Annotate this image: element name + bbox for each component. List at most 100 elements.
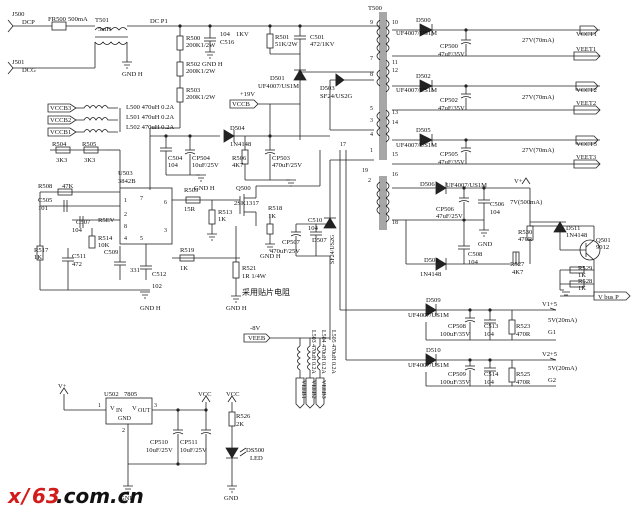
vout-sub: OUT xyxy=(138,408,151,414)
cp500-value: 47uF/35V xyxy=(438,51,465,58)
cp502-label: CP502 xyxy=(440,97,458,104)
d511-label: D511 xyxy=(566,225,580,232)
d501-label: D501 xyxy=(270,75,285,82)
r506-label: R506 xyxy=(232,155,247,162)
t501-label: T501 xyxy=(95,17,109,24)
r501-value: 51K/2W xyxy=(275,41,298,48)
fuse-fr500 xyxy=(51,21,67,31)
t500-feedback-winding xyxy=(376,111,381,137)
veeb3-port xyxy=(315,377,325,409)
r509-value: 15R xyxy=(184,206,196,213)
diode-d509 xyxy=(425,303,437,317)
smd-note: 采用贴片电阻 xyxy=(242,287,290,297)
resistor-r521 xyxy=(232,261,240,279)
d509-value: UF4007/US1M xyxy=(408,312,449,319)
gnd-h-5: GND H xyxy=(226,305,247,312)
vcct3-label: VCCT3 xyxy=(576,141,598,148)
c512-value: 102 xyxy=(152,283,162,290)
cp503-value: 470uF/25V xyxy=(272,162,302,169)
c509-label: C509 xyxy=(104,249,119,256)
cp511-label: CP511 xyxy=(180,439,198,446)
v27-1-label: 27V(70mA) xyxy=(522,37,554,44)
resistor-r523 xyxy=(508,319,516,335)
watermark-63: 63 xyxy=(32,484,60,508)
inductor-l503 xyxy=(297,345,301,371)
r525-label: R525 xyxy=(516,371,531,378)
cp511-value: 10uF/25V xyxy=(180,447,207,454)
vplus-label: V+ xyxy=(514,178,523,185)
diode-d505 xyxy=(419,133,433,147)
d505-label: D505 xyxy=(416,127,431,134)
inductor-l502 xyxy=(76,129,118,133)
u503-pin-6: 6 xyxy=(164,200,167,206)
vccb-chokes: VCCB3 VCCB2 VCCB1 L500 470uH 0.2A L501 4… xyxy=(47,91,300,137)
pin-10: 10 xyxy=(392,20,398,26)
cp505-label: CP505 xyxy=(440,151,459,158)
resistor-r514 xyxy=(88,235,96,249)
r529-value: 1K xyxy=(578,272,586,279)
r502-label: R502 xyxy=(186,61,200,68)
inductor-l500 xyxy=(76,105,118,109)
pin-13: 13 xyxy=(392,110,398,116)
v27-3-label: 27V(70mA) xyxy=(522,147,554,154)
v5-2-label: 5V(20mA) xyxy=(548,365,577,372)
ds500-value: LED xyxy=(250,455,263,462)
vplus-reg-label: V+ xyxy=(58,383,67,390)
pin-4: 4 xyxy=(370,132,373,138)
veeb1-label: VEEB1 xyxy=(300,380,306,399)
d502-label: D502 xyxy=(416,73,431,80)
d504-value: 1N4148 xyxy=(230,141,252,148)
watermark-slash: / xyxy=(20,484,31,508)
d509-label: D509 xyxy=(426,297,441,304)
d500-value: UF4007/US1M xyxy=(396,30,437,37)
c507-value: 104 xyxy=(72,227,83,234)
cp509-label: CP509 xyxy=(448,371,467,378)
cp502-value: 47uF/35V xyxy=(438,105,465,112)
fr500-label: FR500 xyxy=(48,16,67,23)
d500-label: D500 xyxy=(416,17,431,24)
veet3-port xyxy=(573,159,601,169)
tro2-pin-16: 16 xyxy=(392,172,398,178)
pin-9: 9 xyxy=(370,20,373,26)
cp510-value: 10uF/25V xyxy=(146,447,173,454)
diode-d502 xyxy=(419,79,433,93)
v8-label: -8V xyxy=(250,325,260,332)
pin-12: 12 xyxy=(392,68,398,74)
r527-label: R527 xyxy=(510,261,525,268)
u503-pin-5: 5 xyxy=(140,236,143,242)
r518-label: R518 xyxy=(268,205,283,212)
d510-value: UF4007/US1M xyxy=(408,362,449,369)
d506-value: UF4007/US1M xyxy=(446,182,487,189)
resistor-r529 xyxy=(569,266,585,274)
r527-value: 4K7 xyxy=(512,269,524,276)
l501-label: L501 470uH 0.2A xyxy=(126,114,174,121)
c506-label: C506 xyxy=(490,201,505,208)
diode-d506 xyxy=(435,181,447,195)
c509-value: 331 xyxy=(130,267,140,274)
snubber: R501 51K/2W C501 472/1KV D501 UF4007/US1… xyxy=(258,26,335,140)
r508-value: 47K xyxy=(62,183,74,190)
transformer-tro2: 19 2 16 18 17 xyxy=(330,142,426,361)
vccb2-port xyxy=(47,115,77,125)
resistor-r500 xyxy=(176,35,184,51)
pin-1: 1 xyxy=(370,148,373,154)
l500-label: L500 470uH 0.2A xyxy=(126,104,174,111)
gnd-label: GND xyxy=(478,241,493,248)
veeb1-port xyxy=(295,377,305,409)
diode-d508 xyxy=(435,257,447,271)
r504-value: 3K3 xyxy=(56,157,68,164)
v5-1-label: 5V(20mA) xyxy=(548,317,577,324)
r514-label: R514 xyxy=(98,235,113,242)
dcp-label: DCP xyxy=(22,19,35,26)
tro2-primary xyxy=(376,181,381,215)
led-ds500 xyxy=(225,447,239,459)
output-27v-2: D502 UF4007/US1M CP502 47uF/35V 27V(70mA… xyxy=(392,73,601,115)
vin-label: V xyxy=(110,405,115,412)
resistor-r503 xyxy=(176,87,184,103)
d507-value: SF24/US2G xyxy=(330,234,336,264)
veeb-label: VEEB xyxy=(248,335,266,342)
c501-value: 472/1KV xyxy=(310,41,335,48)
output-7v: D506 UF4007/US1M V+ 7V(500mA) CP506 47uF… xyxy=(392,177,631,301)
resistor-r513 xyxy=(208,209,216,225)
